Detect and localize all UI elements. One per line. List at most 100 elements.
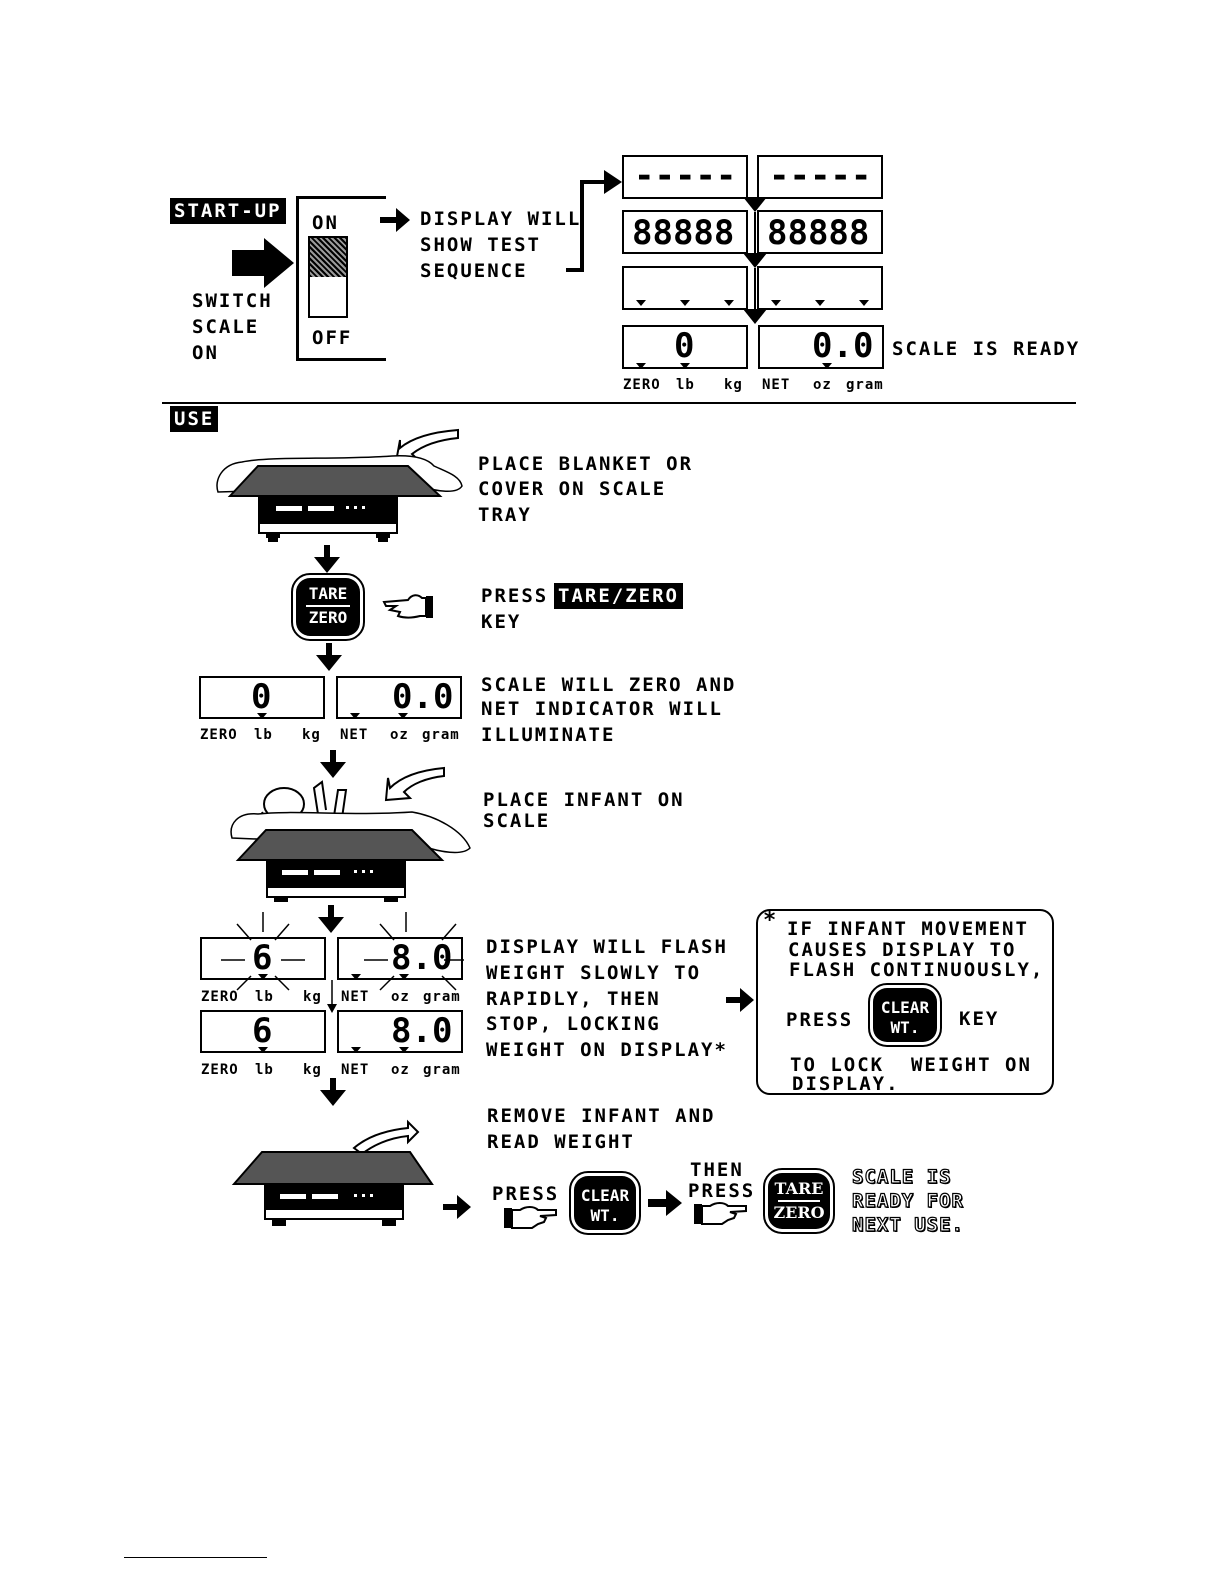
step2-key-label: TARE/ZERO <box>554 583 683 609</box>
pointing-hand-icon <box>694 1202 747 1225</box>
note-box <box>756 909 1054 1095</box>
test-display-dashes-right: ----- <box>757 155 883 199</box>
ind-kg: kg <box>303 989 322 1005</box>
empty-scale-icon <box>231 1119 434 1226</box>
ind-zero: ZERO <box>200 727 238 743</box>
locked-display-right: 8.0 <box>337 1010 463 1053</box>
step5-text-2: WEIGHT SLOWLY TO <box>486 962 702 984</box>
zero-display-right: 0.0 <box>336 676 462 719</box>
step1-text-2: COVER ON SCALE <box>478 478 667 500</box>
ind-zero: ZERO <box>201 989 239 1005</box>
note-tail-2: DISPLAY. <box>792 1073 900 1095</box>
ind-gram: gram <box>423 989 461 1005</box>
down-arrow-icon <box>314 545 340 573</box>
step5-text-4: STOP, LOCKING <box>486 1013 661 1035</box>
arrow-right-icon <box>443 1195 471 1219</box>
switch-label-1: SWITCH <box>192 290 273 312</box>
ind-zero: ZERO <box>623 377 661 393</box>
down-arrow-icon <box>316 643 342 671</box>
display-text-1: DISPLAY WILL <box>420 208 582 230</box>
sequence-down-arrows <box>743 197 767 324</box>
ind-oz: oz <box>390 727 409 743</box>
note-line-2: CAUSES DISPLAY TO <box>788 939 1017 961</box>
ind-oz: oz <box>813 377 832 393</box>
ind-net: NET <box>340 727 369 743</box>
scale-ready-text: SCALE IS READY <box>892 338 1081 360</box>
ind-net: NET <box>762 377 791 393</box>
note-line-3: FLASH CONTINUOUSLY, <box>789 959 1045 981</box>
flash-display-right: 8.0 <box>337 937 463 980</box>
step6-text-1: REMOVE INFANT AND <box>487 1105 716 1127</box>
ind-oz: oz <box>391 1062 410 1078</box>
ind-kg: kg <box>724 377 743 393</box>
test-display-indicators-left <box>622 266 748 310</box>
final-ready-1: SCALE IS <box>851 1165 952 1188</box>
switch-off-label: OFF <box>312 327 353 349</box>
scale-with-blanket-icon <box>216 428 463 542</box>
step6-text-2: READ WEIGHT <box>487 1131 635 1153</box>
step2-tail: KEY <box>481 611 522 633</box>
step3-text-3: ILLUMINATE <box>481 724 616 746</box>
step3-text-2: NET INDICATOR WILL <box>481 698 723 720</box>
step4-text-2: SCALE <box>483 810 551 832</box>
ind-lb: lb <box>676 377 695 393</box>
ind-lb: lb <box>254 727 273 743</box>
note-line-1: IF INFANT MOVEMENT <box>787 918 1029 940</box>
step1-text-1: PLACE BLANKET OR <box>478 453 694 475</box>
down-arrow-icon <box>320 1078 346 1106</box>
step2-press: PRESS <box>481 585 549 607</box>
ind-gram: gram <box>422 727 460 743</box>
section-divider <box>162 402 1076 404</box>
arrow-right-icon <box>232 238 294 288</box>
ready-display-right: 0.0 <box>758 325 884 369</box>
final-then: THEN <box>690 1159 744 1181</box>
step5-text-5: WEIGHT ON DISPLAY* <box>486 1039 728 1061</box>
ind-net: NET <box>341 1062 370 1078</box>
down-arrow-small-icon <box>327 980 337 1013</box>
note-tail-1: TO LOCK WEIGHT ON <box>790 1054 1032 1076</box>
switch-rocker[interactable] <box>308 236 348 318</box>
switch-label-2: SCALE <box>192 316 260 338</box>
step5-text-3: RAPIDLY, THEN <box>486 988 661 1010</box>
zero-display-left: 0 <box>199 676 325 719</box>
display-text-2: SHOW TEST <box>420 234 541 256</box>
note-press: PRESS <box>786 1009 854 1031</box>
step1-text-3: TRAY <box>478 504 532 526</box>
note-key: KEY <box>959 1008 1000 1030</box>
locked-display-left: 6 <box>200 1010 326 1053</box>
down-arrow-icon <box>320 750 346 778</box>
note-star: * <box>763 908 779 933</box>
step3-text-1: SCALE WILL ZERO AND <box>481 674 737 696</box>
power-switch[interactable] <box>296 196 386 361</box>
ind-net: NET <box>341 989 370 1005</box>
switch-label-3: ON <box>192 342 219 364</box>
pointing-hand-icon <box>504 1206 557 1229</box>
ind-gram: gram <box>423 1062 461 1078</box>
sequence-connector <box>566 170 622 272</box>
startup-badge: START-UP <box>170 198 286 224</box>
ind-lb: lb <box>255 1062 274 1078</box>
use-badge: USE <box>170 406 219 432</box>
test-display-dashes-left: ----- <box>622 155 748 199</box>
final-press: PRESS <box>492 1183 560 1205</box>
down-arrow-icon <box>318 905 344 933</box>
pointing-hand-icon <box>382 594 433 619</box>
flash-display-left: 6 <box>200 937 326 980</box>
ind-kg: kg <box>303 1062 322 1078</box>
ind-oz: oz <box>391 989 410 1005</box>
arrow-right-icon <box>380 208 410 232</box>
test-display-eights-left: 88888 <box>622 210 748 254</box>
step5-text-1: DISPLAY WILL FLASH <box>486 936 728 958</box>
test-display-indicators-right <box>757 266 883 310</box>
arrow-right-icon <box>726 988 754 1012</box>
ind-gram: gram <box>846 377 884 393</box>
ind-zero: ZERO <box>201 1062 239 1078</box>
infant-on-scale-icon <box>230 766 471 902</box>
footnote-rule <box>124 1557 267 1558</box>
ind-kg: kg <box>302 727 321 743</box>
switch-on-label: ON <box>312 212 339 234</box>
